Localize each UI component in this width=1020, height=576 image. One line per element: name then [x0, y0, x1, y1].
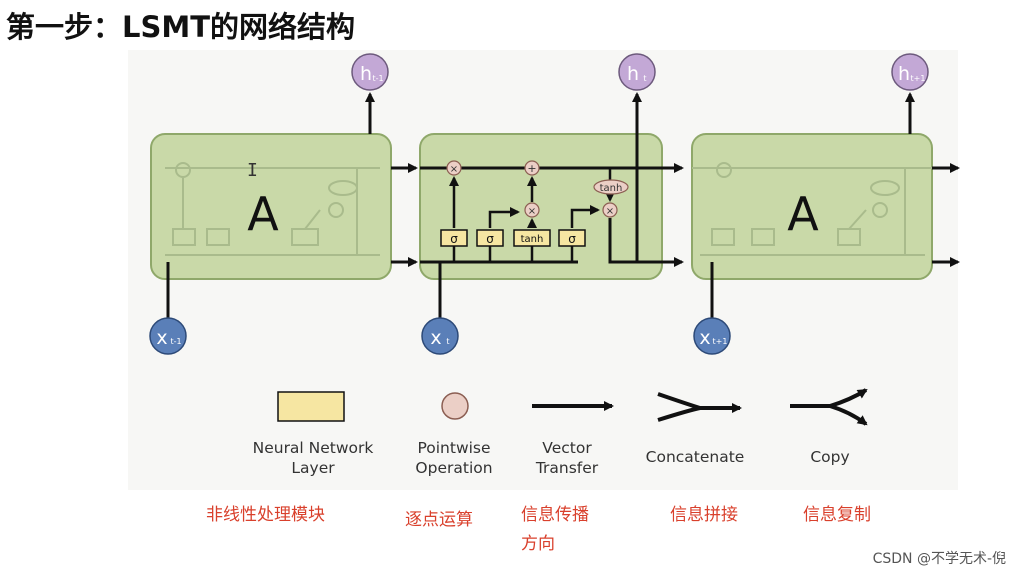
op-state-tanh [593, 179, 629, 195]
svg-text:σ: σ [450, 232, 458, 246]
legend-caption-neural-network-layer: Neural Network Layer [252, 439, 374, 477]
watermark: CSDN @不学无术-倪 [872, 551, 1006, 567]
svg-text:x: x [156, 327, 167, 349]
gate-output [558, 229, 586, 247]
legend-layer-symbol [277, 391, 345, 422]
input-node-prev: x t-1 [149, 317, 187, 355]
svg-text:t: t [643, 74, 646, 83]
op-forget-multiply [446, 160, 462, 176]
output-node-next: h t+1 [891, 53, 929, 91]
annotation-info-concatenate: 信息拼接 [670, 505, 738, 525]
svg-text:×: × [450, 164, 458, 175]
legend-caption-concatenate: Concatenate [645, 448, 745, 466]
svg-text:×: × [606, 206, 614, 217]
output-node-prev: h t-1 [351, 53, 389, 91]
text-cursor: I [247, 160, 258, 181]
page-title: 第一步：LSMT的网络结构 [6, 10, 356, 44]
svg-text:t-1: t-1 [372, 74, 383, 83]
svg-text:×: × [528, 206, 536, 217]
annotation-pointwise: 逐点运算 [405, 510, 473, 530]
svg-text:x: x [699, 327, 710, 349]
svg-text:σ: σ [568, 232, 576, 246]
svg-text:t: t [446, 337, 449, 346]
legend-caption-copy: Copy [810, 448, 850, 466]
svg-text:tanh: tanh [600, 183, 623, 194]
cell-label-next: A [787, 187, 819, 241]
input-node-current: x t [421, 317, 459, 355]
lstm-cell-prev: A [150, 92, 418, 318]
legend-caption-pointwise-operation: Pointwise Operation [415, 439, 493, 477]
svg-text:t+1: t+1 [713, 337, 728, 346]
annotation-nonlinear-module: 非线性处理模块 [206, 505, 325, 525]
output-node-current: h t [618, 53, 656, 91]
svg-text:h: h [627, 63, 639, 85]
svg-text:+: + [527, 162, 536, 175]
svg-text:h: h [898, 63, 910, 85]
input-node-next: x t+1 [693, 317, 731, 355]
lstm-cell-next: A [691, 92, 960, 318]
op-input-multiply [524, 202, 540, 218]
gate-input [476, 229, 504, 247]
annotation-info-copy: 信息复制 [803, 505, 871, 525]
legend-concatenate-symbol [657, 392, 742, 422]
cell-label-prev: A [247, 187, 279, 241]
legend-caption-vector-transfer: Vector Transfer [535, 439, 599, 477]
legend-pointwise-symbol [441, 392, 469, 420]
op-add [524, 160, 540, 176]
svg-text:t+1: t+1 [911, 74, 926, 83]
svg-text:x: x [430, 327, 441, 349]
svg-text:t-1: t-1 [170, 337, 181, 346]
annotation-info-propagation: 信息传播 方向 [521, 505, 589, 554]
gate-forget [440, 229, 468, 247]
lstm-cell-current: σ σ tanh σ × + × × tanh [419, 92, 684, 318]
svg-text:h: h [360, 63, 372, 85]
svg-text:σ: σ [486, 232, 494, 246]
op-output-multiply [602, 202, 618, 218]
gate-candidate [513, 229, 551, 247]
legend-copy-symbol [790, 388, 868, 426]
svg-text:tanh: tanh [521, 234, 544, 245]
